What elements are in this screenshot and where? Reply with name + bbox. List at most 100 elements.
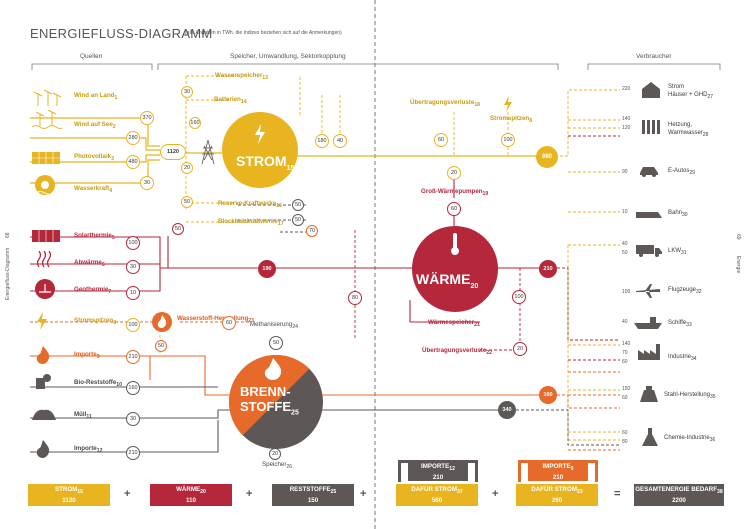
- value-circle: 30: [140, 176, 154, 190]
- train-icon: [636, 207, 662, 218]
- fire-icon: [264, 358, 282, 380]
- consumer-value: 50: [622, 250, 628, 256]
- source-label: Importe12: [74, 445, 103, 455]
- brenn-output-top: 160: [539, 386, 557, 404]
- node-label: Wärmespeicher21: [428, 319, 480, 329]
- value-circle: 20: [269, 448, 281, 460]
- geothermal-icon: [34, 278, 56, 300]
- source-label: Wasserkraft4: [74, 185, 113, 195]
- page-title: ENERGIEFLUSS-DIAGRAMM: [30, 26, 213, 41]
- lightning-icon: [503, 96, 513, 112]
- value-circle: 100: [126, 318, 140, 332]
- house-icon: [642, 82, 660, 98]
- node-label: Batterien14: [214, 96, 247, 106]
- value-circle: 30: [126, 260, 140, 274]
- source-label: Geothermie7: [74, 286, 112, 296]
- brenn-output-bottom: 340: [498, 401, 516, 419]
- value-circle: 100: [126, 236, 140, 250]
- consumer-label: E-Autos29: [668, 168, 695, 177]
- consumer-value: 70: [622, 350, 628, 356]
- import-bracket-a: [398, 460, 478, 482]
- node-label: Groß-Wärmepumpen19: [421, 188, 489, 198]
- node-label: Wasserspeicher13: [215, 72, 268, 82]
- ship-icon: [634, 316, 662, 329]
- fire-grey-icon: [36, 440, 50, 458]
- consumer-label: Flugzeuge32: [668, 287, 702, 296]
- consumer-value: 80: [622, 439, 628, 445]
- source-label: Abwärme6: [74, 259, 105, 269]
- transmission-tower-icon: [200, 139, 216, 165]
- header-verbraucher: Verbraucher: [636, 53, 672, 60]
- waerme-hub-label: WÄRME20: [416, 271, 479, 290]
- source-label: Wind an Land1: [74, 92, 118, 102]
- consumer-value: 150: [622, 386, 631, 392]
- value-circle: 480: [126, 155, 140, 169]
- node-label: Übertragungsverluste22: [422, 347, 493, 357]
- node-label: Übertragungsverluste18: [410, 99, 481, 109]
- hydro-power-icon: [34, 174, 56, 196]
- source-label: Photovoltaik3: [74, 153, 115, 163]
- header-speicher: Speicher, Umwandlung, Sektorkopplung: [230, 53, 346, 60]
- value-circle: 30: [181, 86, 193, 98]
- consumer-value: 220: [622, 86, 631, 92]
- source-label: Müll11: [74, 411, 92, 421]
- source-label: Importe9: [74, 351, 100, 361]
- value-circle: 50: [269, 336, 283, 350]
- consumer-label: Stahl-Herstellung35: [664, 392, 716, 401]
- consumer-label: Schiffe33: [668, 320, 692, 329]
- consumer-value: 90: [622, 169, 628, 175]
- consumer-label: Hetzung,Warmwasser28: [668, 122, 709, 138]
- node-label: Wasserstoff-Herstellung23: [177, 315, 255, 325]
- value-circle: 20: [447, 166, 461, 180]
- consumer-value: 40: [622, 319, 628, 325]
- consumer-value: 100: [622, 289, 631, 295]
- margin-text-right: Energie: [735, 256, 741, 274]
- solar-panel-icon: [32, 151, 60, 164]
- page-number-right: 69: [735, 234, 741, 240]
- strom-hub-label: STROM15: [236, 153, 295, 172]
- consumer-value: 60: [622, 430, 628, 436]
- node-label: Reserve-Kraftwerke16: [218, 200, 282, 210]
- consumer-value: 140: [622, 116, 631, 122]
- strom-input-value: 1120: [160, 144, 186, 160]
- value-circle: 60: [434, 133, 448, 147]
- source-label: Wind auf See2: [74, 121, 116, 131]
- value-circle: 40: [333, 134, 347, 148]
- value-circle: 60: [222, 316, 236, 330]
- waste-pile-icon: [32, 406, 56, 420]
- value-circle: 160: [126, 381, 140, 395]
- brennstoffe-label: BRENN- STOFFE25: [240, 384, 299, 417]
- lightning-icon: [36, 312, 48, 330]
- value-circle: 10: [126, 286, 140, 300]
- value-circle: 20: [513, 342, 527, 356]
- value-circle: 100: [512, 290, 526, 304]
- value-circle: 280: [126, 131, 140, 145]
- margin-text-left: Energiefluss-Diagramm: [5, 247, 11, 300]
- e-car-icon: [638, 164, 660, 177]
- value-circle: 60: [447, 202, 461, 216]
- consumer-value: 60: [622, 359, 628, 365]
- value-circle: 20: [181, 162, 193, 174]
- wind-turbine-icon: [32, 89, 62, 106]
- source-label: Stromspitzen8: [74, 317, 117, 327]
- hydrogen-fire-icon: [152, 312, 172, 332]
- value-circle: 50: [181, 196, 193, 208]
- value-circle: 180: [315, 134, 329, 148]
- value-circle: 160: [189, 117, 201, 129]
- airplane-icon: [636, 284, 660, 298]
- consumer-label: Chemie-Industrie36: [664, 435, 716, 444]
- import-bracket-b: [518, 460, 598, 482]
- value-circle: 80: [348, 291, 362, 305]
- node-label: Stromspitzen8: [490, 115, 533, 125]
- consumer-label: Bahn30: [668, 210, 688, 219]
- value-circle: 50: [172, 223, 184, 235]
- operator-plus: +: [360, 488, 367, 500]
- node-label: Speicher26: [262, 461, 293, 471]
